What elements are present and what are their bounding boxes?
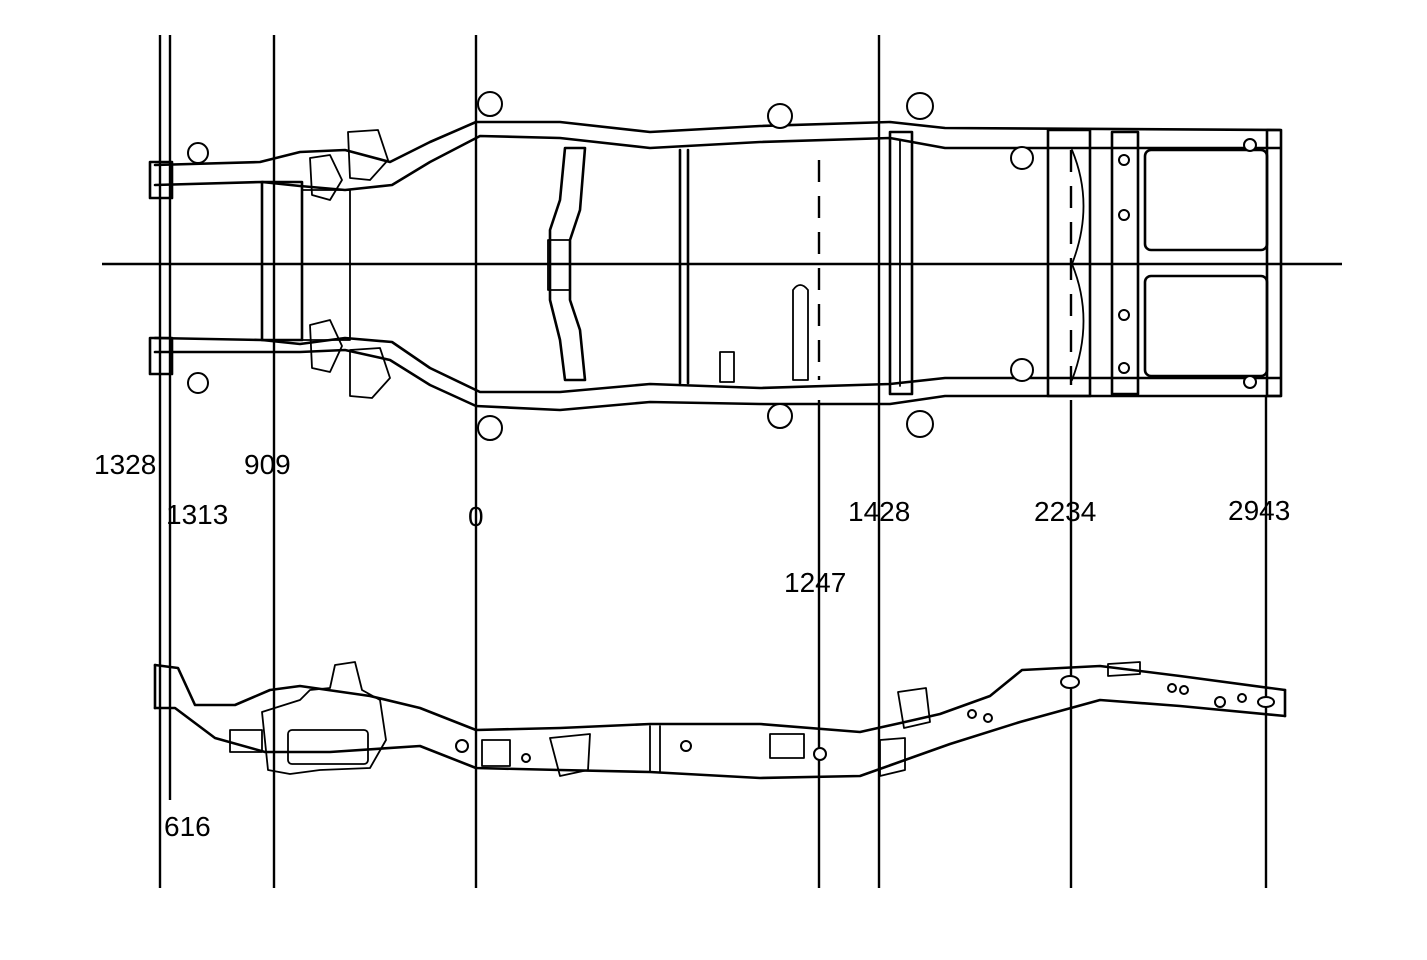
- side-hole-11: [1237, 693, 1247, 703]
- side-lower-profile: [153, 698, 1287, 780]
- body-mount-2-lower: [767, 403, 793, 429]
- front-mount-hole-upper: [187, 142, 209, 164]
- rear-box-hole-lower: [1243, 375, 1257, 389]
- rear-box-hole-upper: [1243, 138, 1257, 152]
- body-mount-2-upper: [767, 103, 793, 129]
- front-spring-housing: [287, 729, 369, 765]
- side-hole-8: [1167, 683, 1177, 693]
- dimension-labels: 1328 1313 909 0 1247 1428 2234 2943 616: [94, 449, 1290, 842]
- side-hole-7: [1060, 675, 1080, 689]
- side-upper-profile: [153, 663, 1287, 734]
- upper-front-bracket: [347, 129, 389, 181]
- rear-end-plate: [1265, 128, 1283, 398]
- rear-xm-hole-2: [1118, 209, 1130, 221]
- side-hole-5: [967, 709, 977, 719]
- rear-xm-hole-4: [1118, 362, 1130, 374]
- lower-rail-outer: [153, 348, 1282, 412]
- label-1247: 1247: [784, 567, 846, 598]
- fuel-tank-bracket: [792, 284, 809, 381]
- front-crossmember-inner: [301, 189, 351, 341]
- side-hole-2: [521, 753, 531, 763]
- body-mount-4-upper: [1010, 146, 1034, 170]
- side-hole-1: [455, 739, 469, 753]
- upper-spring-perch: [309, 154, 343, 201]
- rear-crossmember-b: [1110, 130, 1140, 396]
- side-hole-4: [813, 747, 827, 761]
- front-suspension-bracket: [261, 661, 387, 775]
- body-mount-1-lower: [477, 415, 503, 441]
- rear-crossmember-a-curve: [1071, 149, 1085, 381]
- body-mount-4-lower: [1010, 358, 1034, 382]
- label-616: 616: [164, 811, 211, 842]
- rear-kickup-lower: [879, 737, 906, 777]
- side-bracket-3: [769, 733, 805, 759]
- rear-xm-hole-3: [1118, 309, 1130, 321]
- upper-rail-outer: [153, 120, 1282, 167]
- rear-box-upper: [1143, 148, 1269, 252]
- body-mount-3-lower: [906, 410, 934, 438]
- label-1428: 1428: [848, 496, 910, 527]
- label-2234: 2234: [1034, 496, 1096, 527]
- side-bracket-1: [481, 739, 511, 767]
- body-mount-1-upper: [477, 91, 503, 117]
- side-hole-6: [983, 713, 993, 723]
- label-2943: 2943: [1228, 495, 1290, 526]
- transmission-crossmember: [548, 146, 587, 382]
- side-bracket-2: [549, 733, 591, 777]
- rear-crossmember-a: [1046, 128, 1092, 398]
- lower-front-bracket: [349, 347, 391, 399]
- body-mount-3-upper: [906, 92, 934, 120]
- rear-kickup-bracket: [897, 687, 931, 729]
- frame-side-view: [153, 661, 1287, 780]
- rear-box-lower: [1143, 274, 1269, 378]
- front-lower-mount: [229, 729, 263, 753]
- front-bracket-lower: [148, 336, 174, 376]
- side-hole-3: [680, 740, 692, 752]
- lower-spring-perch: [309, 319, 343, 373]
- side-hole-9: [1179, 685, 1189, 695]
- side-hole-10: [1214, 696, 1226, 708]
- mid-crossmember: [888, 130, 914, 396]
- rear-xm-hole-1: [1118, 154, 1130, 166]
- label-0: 0: [468, 501, 484, 532]
- label-1313: 1313: [166, 499, 228, 530]
- side-hole-12: [1257, 696, 1275, 708]
- transmission-mount-pad: [547, 239, 571, 291]
- front-crossmember: [260, 180, 304, 342]
- brake-line-bracket: [719, 351, 735, 383]
- front-mount-hole-lower: [187, 372, 209, 394]
- rear-shackle-bracket: [1107, 661, 1141, 677]
- front-bracket-upper: [148, 160, 174, 200]
- frame-top-view: [148, 91, 1283, 441]
- label-1328: 1328: [94, 449, 156, 480]
- label-909: 909: [244, 449, 291, 480]
